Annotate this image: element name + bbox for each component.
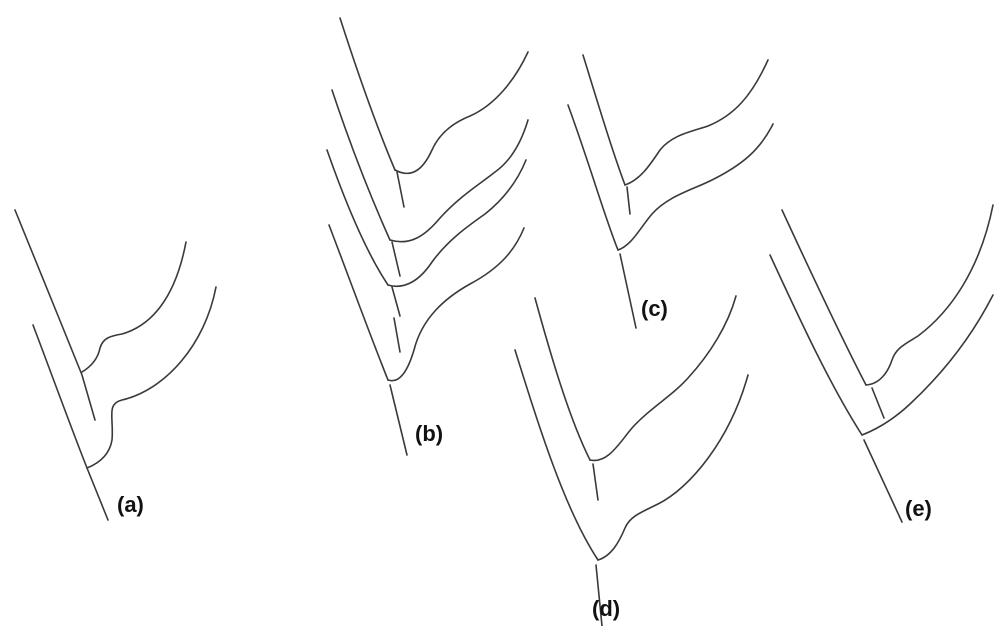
panel-b-label: (b) bbox=[415, 421, 443, 446]
panel-c-main-stem bbox=[619, 253, 637, 329]
panel-b-branch-2-inner bbox=[391, 241, 401, 277]
panel-a-lower-branch bbox=[86, 286, 217, 469]
panel-d-upper-branch bbox=[589, 295, 737, 462]
panel-b-branch-2-side bbox=[389, 119, 529, 243]
panel-b-branch-4-inner bbox=[393, 317, 401, 353]
panel-d-upper-inner bbox=[592, 463, 599, 501]
panel-b-main-stem bbox=[389, 384, 408, 456]
panel-d-upper-stem bbox=[534, 297, 591, 461]
panel-c-upper-branch bbox=[624, 59, 769, 186]
panel-b-branch-1-side bbox=[394, 51, 529, 175]
panel-d-lower-branch bbox=[597, 374, 749, 561]
panel-e-drawing: (e) bbox=[769, 204, 994, 523]
panel-d-drawing: (d) bbox=[514, 295, 749, 626]
panel-c-lower-stem bbox=[567, 104, 619, 251]
panel-c-upper-stem bbox=[582, 54, 626, 186]
panel-d-label: (d) bbox=[592, 596, 620, 621]
panel-a-upper-stem bbox=[14, 209, 96, 421]
panel-e-lower-branch bbox=[861, 294, 994, 436]
panel-c-drawing: (c) bbox=[567, 54, 774, 329]
panel-b-branch-1-stem bbox=[339, 17, 396, 171]
panel-d-lower-stem bbox=[514, 349, 599, 561]
panel-c-lower-branch bbox=[617, 123, 774, 251]
panel-b-branch-4-side bbox=[387, 227, 525, 382]
panel-a-drawing: (a) bbox=[14, 209, 217, 521]
panel-b-branch-4-stem bbox=[328, 224, 389, 381]
panel-d-main-stem bbox=[595, 564, 603, 626]
panel-c-label: (c) bbox=[641, 296, 668, 321]
panel-e-lower-stem bbox=[769, 254, 863, 436]
panel-c-upper-inner bbox=[626, 186, 631, 215]
panel-b-branch-3-side bbox=[387, 159, 527, 287]
panel-a-lower-stem bbox=[32, 324, 109, 521]
panel-e-upper-stem bbox=[781, 209, 867, 386]
panel-b-branch-3-stem bbox=[326, 149, 389, 286]
panel-e-upper-inner bbox=[871, 387, 885, 419]
panel-b-branch-1-inner bbox=[396, 171, 405, 208]
panel-e-label: (e) bbox=[905, 496, 932, 521]
panel-e-main-stem bbox=[863, 439, 903, 523]
panel-b-branch-2-stem bbox=[331, 89, 391, 241]
panel-b-branch-3-inner bbox=[391, 286, 401, 317]
panel-e-upper-branch bbox=[865, 204, 994, 386]
panel-a-upper-branch bbox=[81, 241, 187, 373]
panel-a-label: (a) bbox=[117, 492, 144, 517]
panel-b-drawing: (b) bbox=[326, 17, 529, 456]
